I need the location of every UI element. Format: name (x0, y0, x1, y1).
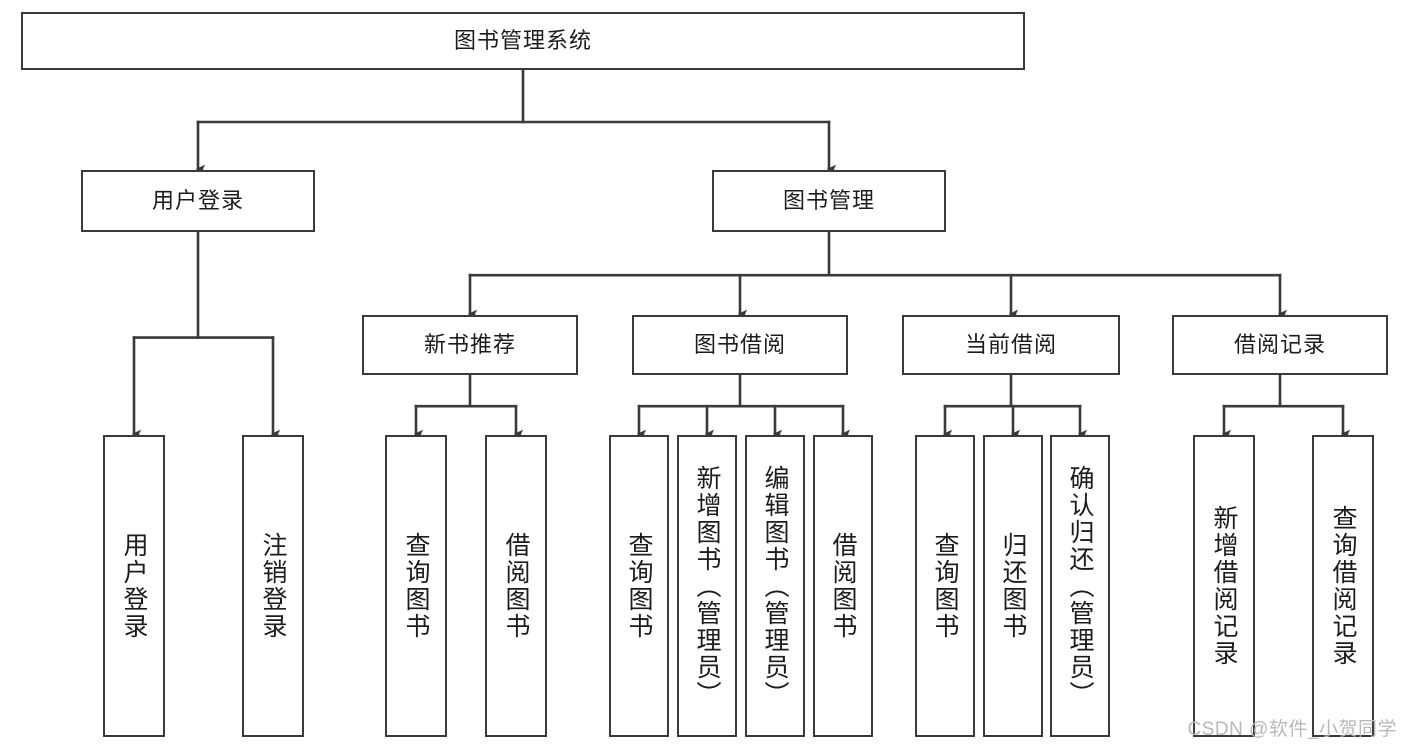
node-leaf-add-bk[interactable]: 新增图书（管理员） (677, 435, 737, 737)
node-label: 借阅记录 (1233, 331, 1326, 357)
node-records[interactable]: 借阅记录 (1172, 315, 1388, 375)
node-leaf-query-rec[interactable]: 查询借阅记录 (1312, 435, 1374, 737)
node-leaf-add-rec[interactable]: 新增借阅记录 (1193, 435, 1255, 737)
node-label: 查询图书 (931, 532, 959, 640)
node-leaf-query-nb[interactable]: 查询图书 (385, 435, 447, 737)
node-label: 借阅图书 (829, 532, 857, 640)
node-leaf-return-cur[interactable]: 归还图书 (983, 435, 1043, 737)
node-label: 图书借阅 (693, 331, 786, 357)
node-bookmgmt[interactable]: 图书管理 (712, 170, 946, 232)
node-leaf-edit-bk[interactable]: 编辑图书（管理员） (745, 435, 805, 737)
node-current[interactable]: 当前借阅 (902, 315, 1120, 375)
node-label: 当前借阅 (964, 331, 1057, 357)
node-root[interactable]: 图书管理系统 (21, 12, 1025, 70)
node-label: 新增借阅记录 (1210, 505, 1238, 667)
node-label: 借阅图书 (502, 532, 530, 640)
node-leaf-borrow-bk[interactable]: 借阅图书 (813, 435, 873, 737)
node-label: 归还图书 (999, 532, 1027, 640)
node-leaf-login[interactable]: 用户登录 (103, 435, 165, 737)
node-label: 新增图书（管理员） (693, 464, 721, 708)
node-label: 查询图书 (625, 532, 653, 640)
node-leaf-logout[interactable]: 注销登录 (242, 435, 304, 737)
node-login[interactable]: 用户登录 (81, 170, 315, 232)
node-label: 注销登录 (259, 532, 287, 640)
node-label: 图书管理 (782, 187, 875, 213)
node-label: 查询借阅记录 (1329, 505, 1357, 667)
node-label: 查询图书 (402, 532, 430, 640)
node-label: 新书推荐 (423, 331, 516, 357)
node-leaf-query-cur[interactable]: 查询图书 (915, 435, 975, 737)
node-newbook[interactable]: 新书推荐 (362, 315, 578, 375)
node-label: 用户登录 (151, 187, 244, 213)
node-label: 确认归还（管理员） (1066, 464, 1094, 708)
node-label: 用户登录 (120, 532, 148, 640)
node-leaf-borrow-nb[interactable]: 借阅图书 (485, 435, 547, 737)
node-label: 图书管理系统 (453, 27, 592, 53)
watermark: CSDN @软件_小贺同学 (1187, 719, 1397, 740)
node-borrow[interactable]: 图书借阅 (632, 315, 848, 375)
node-leaf-confirm-cur[interactable]: 确认归还（管理员） (1050, 435, 1110, 737)
node-label: 编辑图书（管理员） (761, 464, 789, 708)
node-leaf-query-bk[interactable]: 查询图书 (609, 435, 669, 737)
